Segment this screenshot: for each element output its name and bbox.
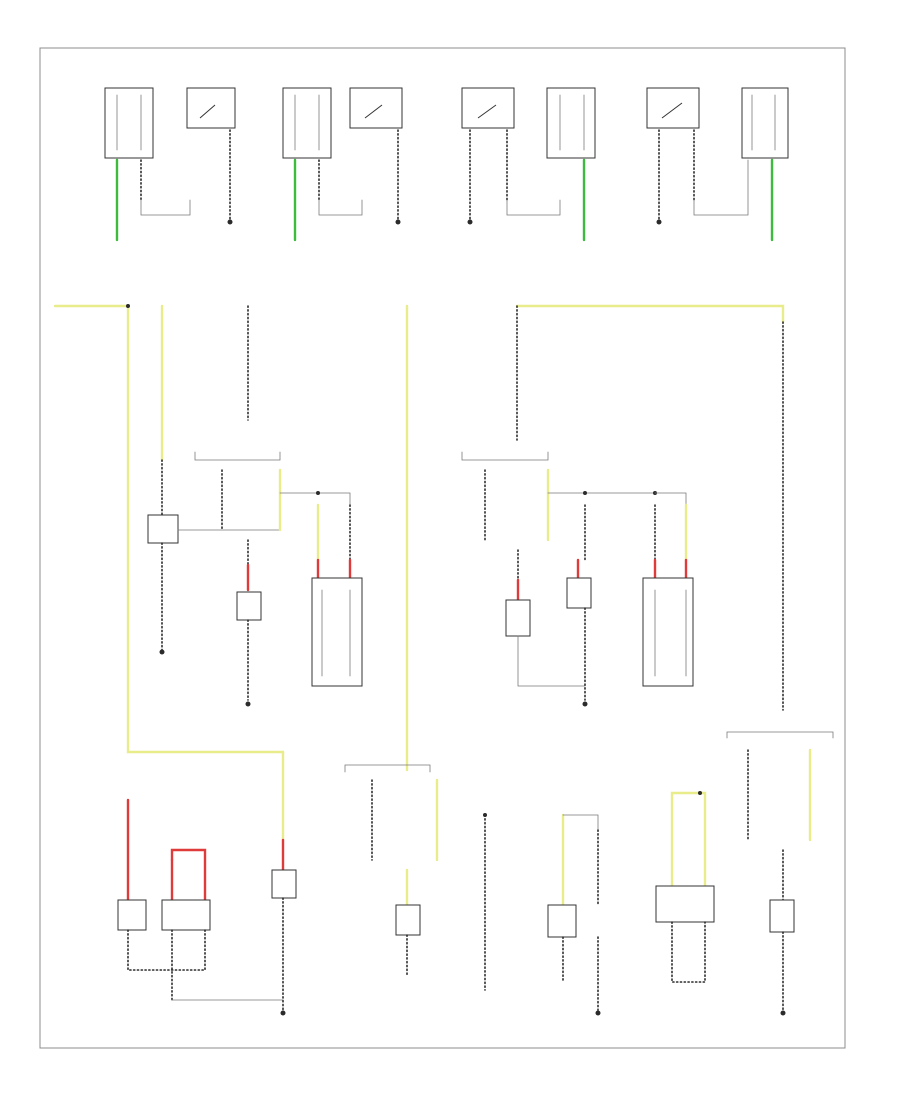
diagram-frame: [39, 47, 846, 1049]
ground-icon: [280, 1010, 286, 1016]
ajar-switch-box: [349, 87, 403, 129]
red-wire: [170, 848, 207, 902]
ground-icon: [395, 219, 401, 225]
door-switch-group-4: [646, 87, 789, 242]
left-courtesy-circuit: [53, 304, 363, 754]
door-lock-switch-box: [741, 87, 789, 159]
lamp-box: [655, 885, 715, 923]
splice-dot: [483, 813, 487, 817]
door-switch-group-3: [461, 87, 596, 242]
lamp-box: [311, 577, 363, 687]
ground-icon: [656, 219, 662, 225]
door-lock-switch-box: [546, 87, 596, 159]
yellow-feed-wire: [53, 304, 285, 754]
lamp-box: [395, 904, 421, 936]
top-switch-row: [104, 87, 789, 242]
lamp-box: [547, 904, 577, 938]
ground-icon: [227, 219, 233, 225]
yellow-wire: [670, 791, 707, 888]
door-lock-switch-box: [282, 87, 332, 159]
ground-icon: [245, 701, 251, 707]
door-lock-switch-box: [104, 87, 154, 159]
ground-icon: [582, 701, 588, 707]
lamp-box: [642, 577, 694, 687]
lamp-box: [505, 599, 531, 637]
right-courtesy-circuit: [405, 304, 785, 772]
ground-icon: [595, 1010, 601, 1016]
ajar-switch-box: [646, 87, 700, 129]
lamp-box: [566, 577, 592, 609]
splice-dot: [698, 791, 702, 795]
lamp-box: [117, 899, 147, 931]
yellow-feed-wire: [515, 304, 785, 324]
door-switch-group-2: [282, 87, 403, 242]
lamp-box: [769, 899, 795, 933]
door-switch-group-1: [104, 87, 236, 242]
ground-icon: [467, 219, 473, 225]
lamp-box: [271, 869, 297, 899]
splice-dot: [583, 491, 587, 495]
bottom-left-lamps: [117, 750, 297, 1016]
courtesy-switch-box: [147, 514, 179, 544]
lamp-box: [236, 591, 262, 621]
splice-dot: [126, 304, 130, 308]
bottom-right-lamps: [344, 731, 834, 1016]
splice-dot: [316, 491, 320, 495]
ground-icon: [780, 1010, 786, 1016]
ajar-switch-box: [461, 87, 515, 129]
ground-icon: [159, 649, 165, 655]
lamp-box: [161, 899, 211, 931]
